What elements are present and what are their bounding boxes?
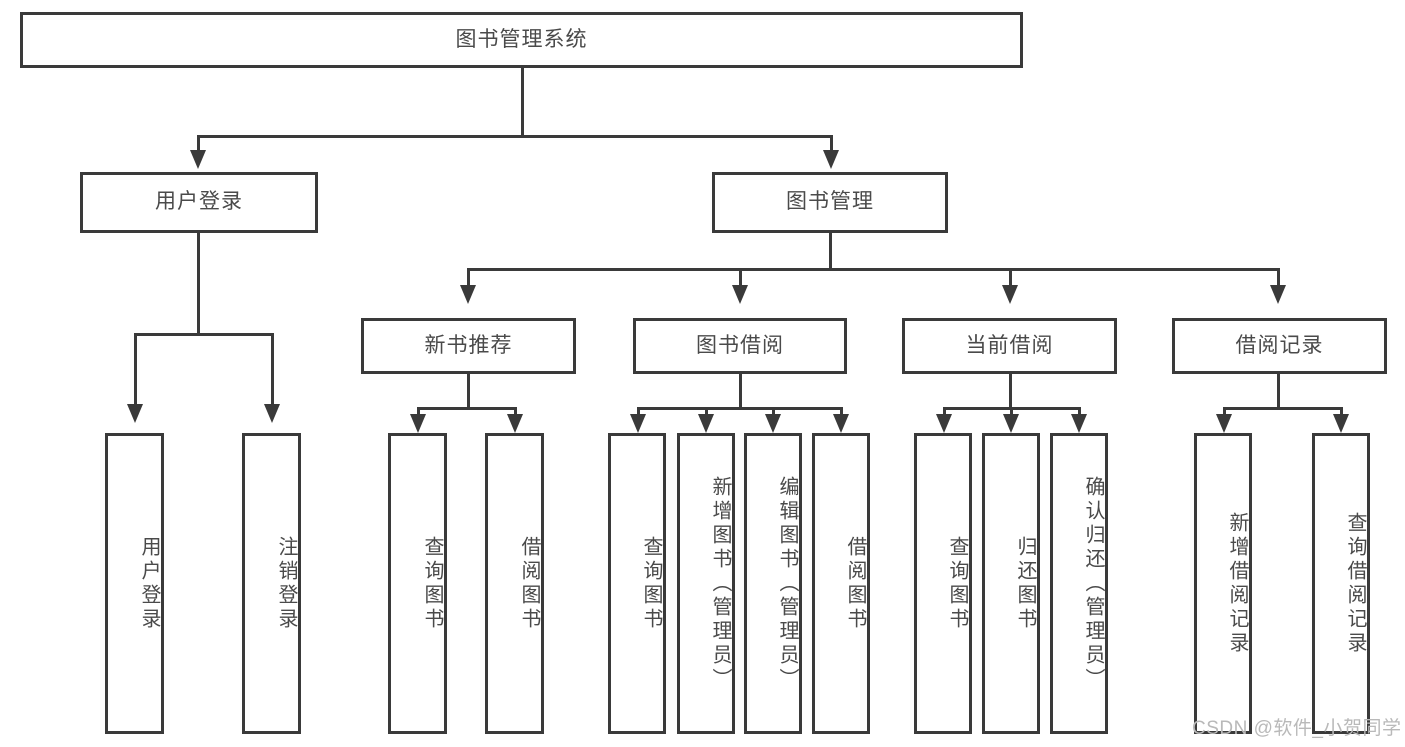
arrowhead-leaf-logout	[264, 404, 280, 423]
connector-to-new-book	[467, 268, 470, 290]
arrowhead-leaf-borrow-book-2	[833, 414, 849, 433]
connector-bb-drop-1	[637, 407, 640, 419]
arrowhead-leaf-query-book-2	[630, 414, 646, 433]
arrowhead-leaf-edit-book	[765, 414, 781, 433]
connector-br-drop-1	[1223, 407, 1226, 419]
connector-cb-drop-3	[1078, 407, 1081, 419]
leaf-query-book-current[interactable]: 查询图书	[914, 433, 972, 734]
arrowhead-current-borrow	[1002, 285, 1018, 304]
connector-new-book-bar	[417, 407, 517, 410]
node-root-system[interactable]: 图书管理系统	[20, 12, 1023, 68]
leaf-edit-book-admin[interactable]: 编辑图书（管理员）	[744, 433, 802, 734]
leaf-query-book-recommend[interactable]: 查询图书	[388, 433, 447, 734]
arrowhead-leaf-query-record	[1333, 414, 1349, 433]
leaf-borrow-book[interactable]: 借阅图书	[812, 433, 870, 734]
connector-user-login-left-drop	[134, 333, 137, 411]
connector-user-login-right-drop	[271, 333, 274, 411]
connector-to-current-borrow	[1009, 268, 1012, 290]
connector-borrow-record-stem	[1277, 374, 1280, 409]
connector-cb-drop-1	[943, 407, 946, 419]
connector-bb-drop-4	[840, 407, 843, 419]
leaf-return-book[interactable]: 归还图书	[982, 433, 1040, 734]
connector-book-borrow-stem	[739, 374, 742, 409]
connector-br-drop-2	[1340, 407, 1343, 419]
connector-borrow-record-bar	[1223, 407, 1343, 410]
arrowhead-leaf-query-book-3	[936, 414, 952, 433]
leaf-user-login[interactable]: 用户登录	[105, 433, 164, 734]
connector-user-login-stem	[197, 233, 200, 335]
node-new-book-recommend[interactable]: 新书推荐	[361, 318, 576, 374]
connector-book-mgmt-bar	[467, 268, 1279, 271]
arrowhead-leaf-user-login	[127, 404, 143, 423]
arrowhead-leaf-add-record	[1216, 414, 1232, 433]
connector-new-book-right-drop	[514, 407, 517, 419]
connector-new-book-stem	[467, 374, 470, 409]
leaf-borrow-book-recommend[interactable]: 借阅图书	[485, 433, 544, 734]
connector-cb-drop-2	[1010, 407, 1013, 419]
connector-bb-drop-3	[772, 407, 775, 419]
node-book-management[interactable]: 图书管理	[712, 172, 948, 233]
connector-user-login-bar	[134, 333, 274, 336]
leaf-add-borrow-record[interactable]: 新增借阅记录	[1194, 433, 1252, 734]
leaf-query-borrow-record[interactable]: 查询借阅记录	[1312, 433, 1370, 734]
leaf-add-book-admin[interactable]: 新增图书（管理员）	[677, 433, 735, 734]
node-borrow-record[interactable]: 借阅记录	[1172, 318, 1387, 374]
arrowhead-book-mgmt	[823, 150, 839, 169]
arrowhead-leaf-confirm-return	[1071, 414, 1087, 433]
arrowhead-book-borrow	[732, 285, 748, 304]
leaf-logout[interactable]: 注销登录	[242, 433, 301, 734]
connector-root-to-user-login	[197, 135, 200, 158]
connector-new-book-left-drop	[417, 407, 420, 419]
watermark-credit: CSDN @软件_小贺同学	[1192, 718, 1402, 739]
node-user-login[interactable]: 用户登录	[80, 172, 318, 233]
connector-bb-drop-2	[705, 407, 708, 419]
leaf-confirm-return-admin[interactable]: 确认归还（管理员）	[1050, 433, 1108, 734]
leaf-query-book-borrow[interactable]: 查询图书	[608, 433, 666, 734]
arrowhead-leaf-return-book	[1003, 414, 1019, 433]
arrowhead-leaf-query-book-1	[410, 414, 426, 433]
connector-book-mgmt-stem	[829, 233, 832, 270]
arrowhead-leaf-borrow-book-1	[507, 414, 523, 433]
connector-root-bar	[197, 135, 833, 138]
connector-current-borrow-stem	[1009, 374, 1012, 409]
arrowhead-user-login	[190, 150, 206, 169]
connector-to-book-borrow	[739, 268, 742, 290]
connector-root-stem	[521, 68, 524, 137]
node-book-borrow[interactable]: 图书借阅	[633, 318, 847, 374]
arrowhead-new-book-recommend	[460, 285, 476, 304]
arrowhead-leaf-add-book	[698, 414, 714, 433]
connector-root-to-book-mgmt	[830, 135, 833, 158]
arrowhead-borrow-record	[1270, 285, 1286, 304]
connector-book-borrow-bar	[637, 407, 843, 410]
connector-to-borrow-record	[1277, 268, 1280, 290]
node-current-borrow[interactable]: 当前借阅	[902, 318, 1117, 374]
